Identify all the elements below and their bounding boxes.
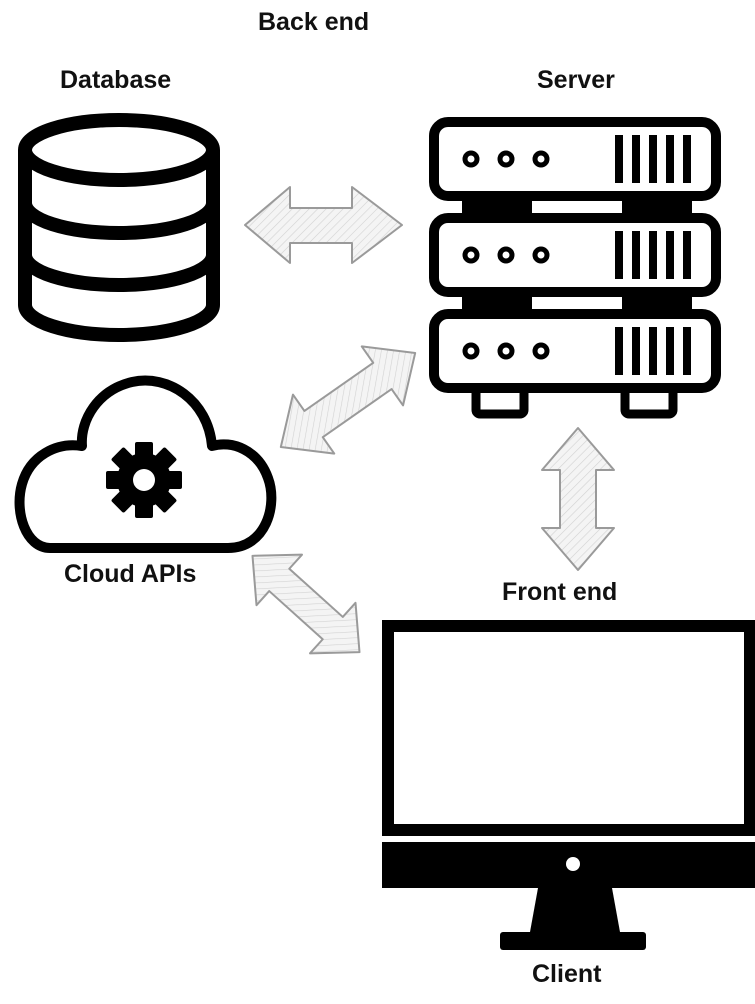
cloud-gear-icon xyxy=(14,375,277,553)
desktop-monitor-icon xyxy=(382,620,755,950)
arrow-cloud-server xyxy=(279,345,417,455)
back-end-title: Back end xyxy=(258,8,370,36)
arrow-server-client xyxy=(541,427,615,571)
gear-icon xyxy=(106,442,182,518)
server-rack-icon xyxy=(429,117,721,419)
client-label: Client xyxy=(532,960,602,988)
server-label: Server xyxy=(537,66,615,94)
arrow-database-server xyxy=(244,186,403,264)
cloud-apis-label: Cloud APIs xyxy=(64,560,197,588)
arrow-cloud-client xyxy=(251,553,361,655)
database-icon xyxy=(18,113,220,342)
database-label: Database xyxy=(60,66,172,94)
front-end-label: Front end xyxy=(502,578,618,606)
